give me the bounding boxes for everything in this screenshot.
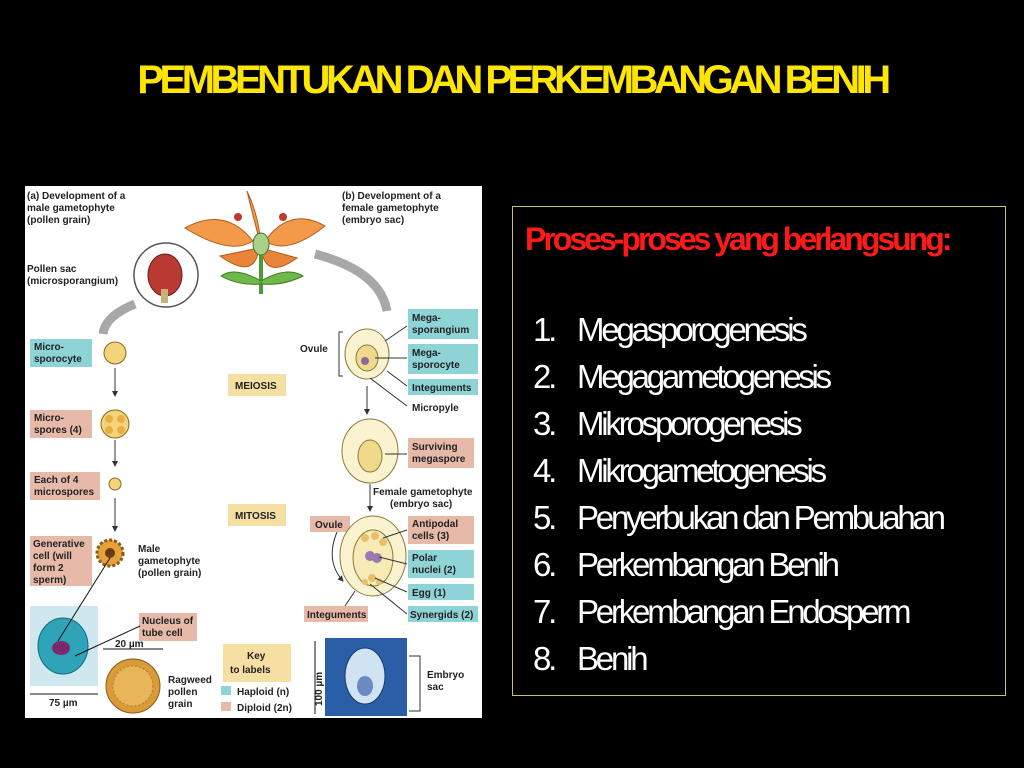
- label-box-polar: [408, 550, 474, 578]
- slide-title: PEMBENTUKAN DAN PERKEMBANGAN BENIH: [137, 58, 891, 102]
- list-item-text: Perkembangan Benih: [577, 546, 840, 583]
- label-integuments2: Integuments: [307, 610, 367, 621]
- label-ovule: Ovule: [300, 344, 328, 355]
- label-box-synergids: [408, 606, 478, 622]
- list-item-number: 1.: [533, 311, 557, 348]
- list-item: 6. Perkembangan Benih: [533, 546, 943, 593]
- stage-mitosis: [228, 504, 286, 526]
- list-item-text: Benih: [577, 640, 649, 677]
- label-female-gametophyte: Female gametophyte(embryo sac): [373, 487, 473, 510]
- list-item: 7. Perkembangan Endosperm: [533, 593, 943, 640]
- list-item-text: Mikrosporogenesis: [577, 405, 803, 442]
- microsporocyte-cell: [103, 341, 127, 365]
- label-box-each-of-4: [30, 472, 100, 500]
- arrow-to-male: [98, 299, 137, 335]
- list-item-text: Mikrogametogenesis: [577, 452, 827, 489]
- list-item: 3. Mikrosporogenesis: [533, 405, 943, 452]
- stage-meiosis-text: MEIOSIS: [235, 381, 277, 392]
- label-microspores: Micro-spores (4): [34, 413, 82, 436]
- key-box: [223, 644, 291, 682]
- label-micropyle: Micropyle: [412, 403, 459, 414]
- key-haploid: Haploid (n): [237, 687, 289, 698]
- single-microspore: [108, 477, 122, 491]
- list-item-number: 6.: [533, 546, 557, 583]
- label-megasporangium: Mega-sporangium: [412, 313, 469, 336]
- key-haploid-swatch: [221, 686, 231, 695]
- process-list: 1. Megasporogenesis 2. Megagametogenesis 3…: [533, 311, 946, 687]
- list-item: 5. Penyerbukan dan Pembuahan: [533, 499, 946, 546]
- list-item-number: 7.: [533, 593, 557, 630]
- list-item-text: Megagametogenesis: [577, 358, 832, 395]
- stage-meiosis: [228, 374, 286, 396]
- scale-20: 20 µm: [115, 639, 144, 650]
- list-item: 8. Benih: [533, 640, 943, 687]
- label-ovule2: Ovule: [315, 520, 343, 531]
- list-item-number: 4.: [533, 452, 557, 489]
- label-box-megasporocyte: [408, 344, 478, 374]
- scale-100: 100 µm: [314, 672, 325, 706]
- label-box-nucleus-tube: [139, 613, 197, 641]
- list-item-text: Perkembangan Endosperm: [577, 593, 912, 630]
- list-item: 2. Megagametogenesis: [533, 358, 943, 405]
- list-item: 4. Mikrogametogenesis: [533, 452, 943, 499]
- label-box-ovule2: [310, 516, 350, 532]
- list-item-text: Penyerbukan dan Pembuahan: [577, 499, 946, 536]
- scale-75: 75 µm: [49, 698, 78, 709]
- label-box-antipodal: [408, 516, 474, 544]
- stage-mitosis-text: MITOSIS: [235, 511, 276, 522]
- list-item-number: 3.: [533, 405, 557, 442]
- label-box-microspores: [30, 410, 92, 438]
- label-box-microsporocyte: [30, 339, 92, 367]
- label-box-egg: [408, 584, 474, 600]
- label-box-generative: [30, 536, 92, 586]
- list-item-number: 8.: [533, 640, 557, 677]
- label-pollen-sac: Pollen sac(microsporangium): [27, 264, 118, 287]
- microspores-tetrad: [100, 409, 130, 439]
- label-megasporocyte: Mega-sporocyte: [412, 348, 460, 371]
- label-egg: Egg (1): [412, 588, 446, 599]
- process-box: Proses-proses yang berlangsung: 1. Megasp…: [512, 206, 1006, 696]
- label-box-integuments2: [304, 606, 368, 622]
- label-integuments: Integuments: [412, 383, 472, 394]
- label-box-integuments: [408, 379, 478, 395]
- list-item: 1. Megasporogenesis: [533, 311, 943, 358]
- label-microsporocyte: Micro-sporocyte: [34, 342, 82, 365]
- process-box-title: Proses-proses yang berlangsung:: [525, 221, 952, 257]
- label-box-megasporangium: [408, 309, 478, 339]
- list-item-text: Megasporogenesis: [577, 311, 808, 348]
- label-synergids: Synergids (2): [410, 610, 473, 621]
- list-item-number: 5.: [533, 499, 557, 536]
- flower-illustration: [184, 190, 326, 294]
- list-item-number: 2.: [533, 358, 557, 395]
- key-diploid: Diploid (2n): [237, 703, 292, 714]
- label-box-surviving: [408, 438, 474, 468]
- arrow-to-female: [313, 249, 392, 313]
- key-diploid-swatch: [221, 702, 231, 711]
